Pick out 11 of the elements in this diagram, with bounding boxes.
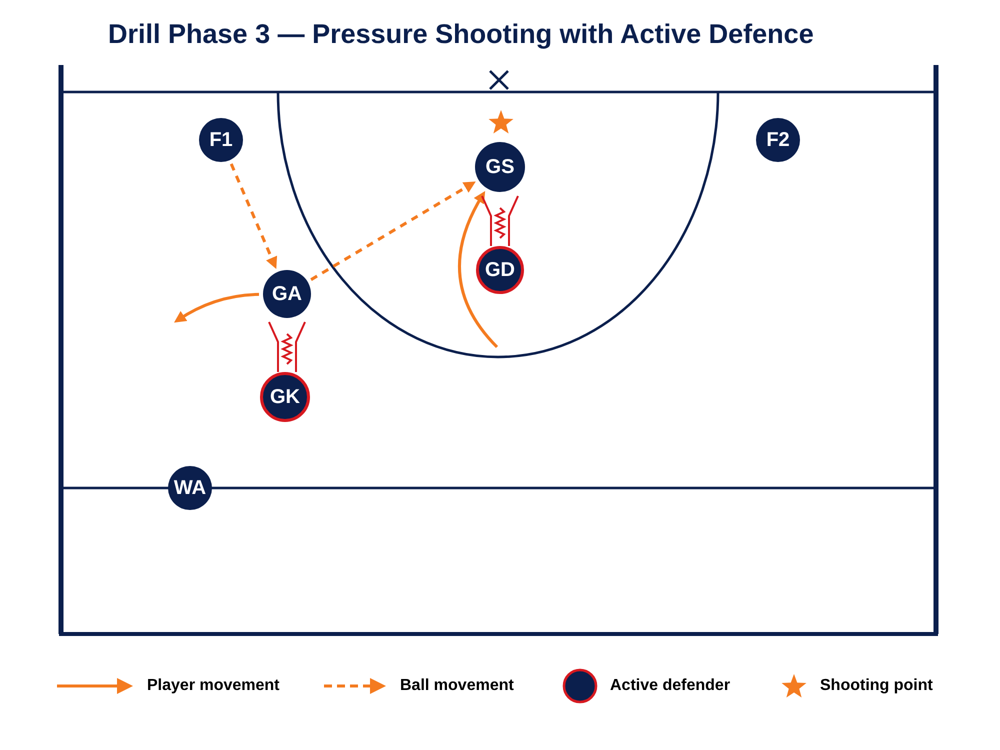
title: Drill Phase 3 — Pressure Shooting with Active Defence bbox=[108, 18, 814, 51]
legend-label: Player movement bbox=[147, 676, 280, 696]
pass-arrow bbox=[310, 181, 476, 281]
legend-label: Ball movement bbox=[400, 676, 514, 696]
movement-arrow bbox=[174, 292, 260, 323]
legend-label: Shooting point bbox=[820, 676, 933, 696]
marking-link bbox=[481, 196, 519, 246]
legend-label: Active defender bbox=[610, 676, 730, 696]
pass-arrow bbox=[230, 163, 278, 269]
movement-arrow bbox=[458, 190, 498, 348]
marking-link bbox=[268, 322, 306, 372]
